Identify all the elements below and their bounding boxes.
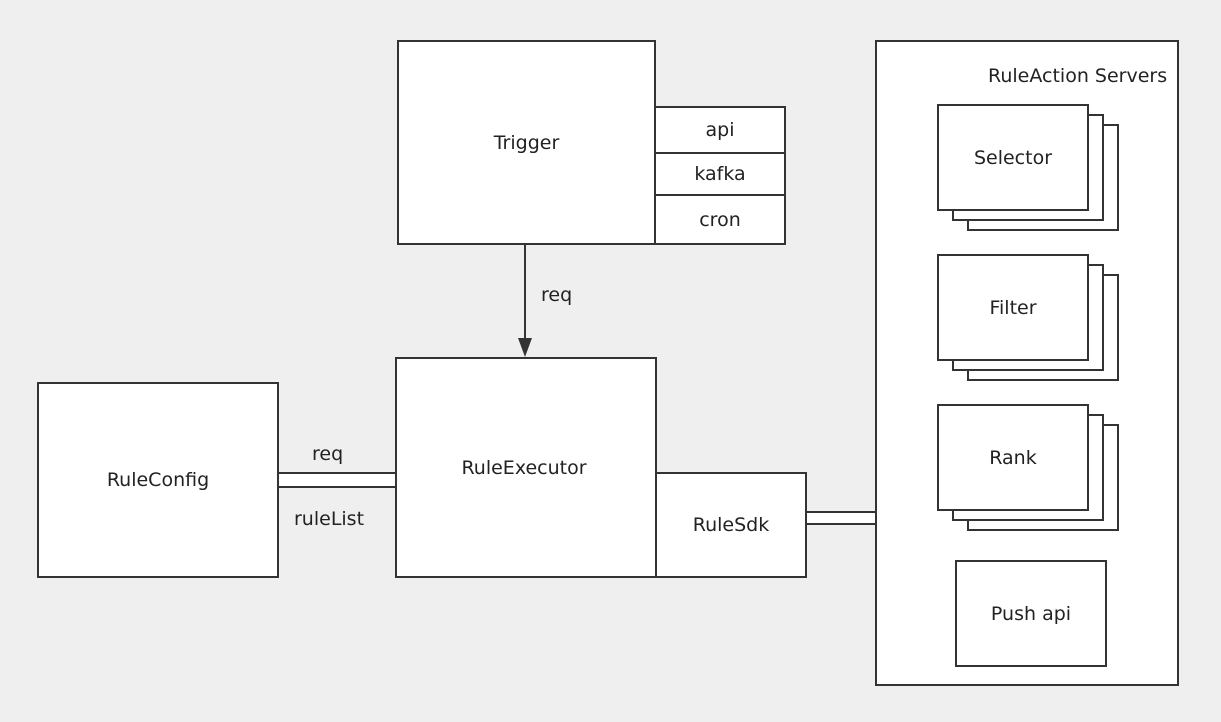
req-arrow-head	[518, 338, 532, 357]
filter-title: Filter	[989, 296, 1037, 319]
trigger-req-label: req	[541, 284, 573, 306]
rank-title: Rank	[989, 446, 1037, 469]
trigger-title: Trigger	[493, 131, 560, 154]
rule-config-box: RuleConfig	[37, 382, 279, 578]
trigger-source-cron: cron	[654, 194, 786, 245]
rule-executor-box: RuleExecutor	[395, 357, 657, 578]
rule-executor-title: RuleExecutor	[461, 457, 587, 479]
push-api-title: Push api	[990, 602, 1072, 625]
rule-config-title: RuleConfig	[106, 469, 210, 491]
push-api-box: Push api	[955, 560, 1107, 667]
config-req-label: req	[312, 443, 344, 465]
rank-box: Rank	[937, 404, 1089, 511]
filter-box: Filter	[937, 254, 1089, 361]
selector-box: Selector	[937, 104, 1089, 211]
trigger-source-api: api	[654, 106, 786, 154]
config-rulelist-label: ruleList	[294, 508, 365, 530]
trigger-source-label: cron	[699, 208, 741, 231]
trigger-source-label: api	[705, 119, 735, 141]
trigger-source-kafka: kafka	[654, 152, 786, 196]
rule-sdk-title: RuleSdk	[692, 514, 770, 536]
selector-title: Selector	[973, 146, 1053, 169]
rule-sdk-box: RuleSdk	[655, 472, 807, 578]
rule-action-servers-title: RuleAction Servers	[988, 65, 1168, 87]
trigger-box: Trigger	[397, 40, 656, 245]
trigger-source-label: kafka	[694, 163, 746, 185]
